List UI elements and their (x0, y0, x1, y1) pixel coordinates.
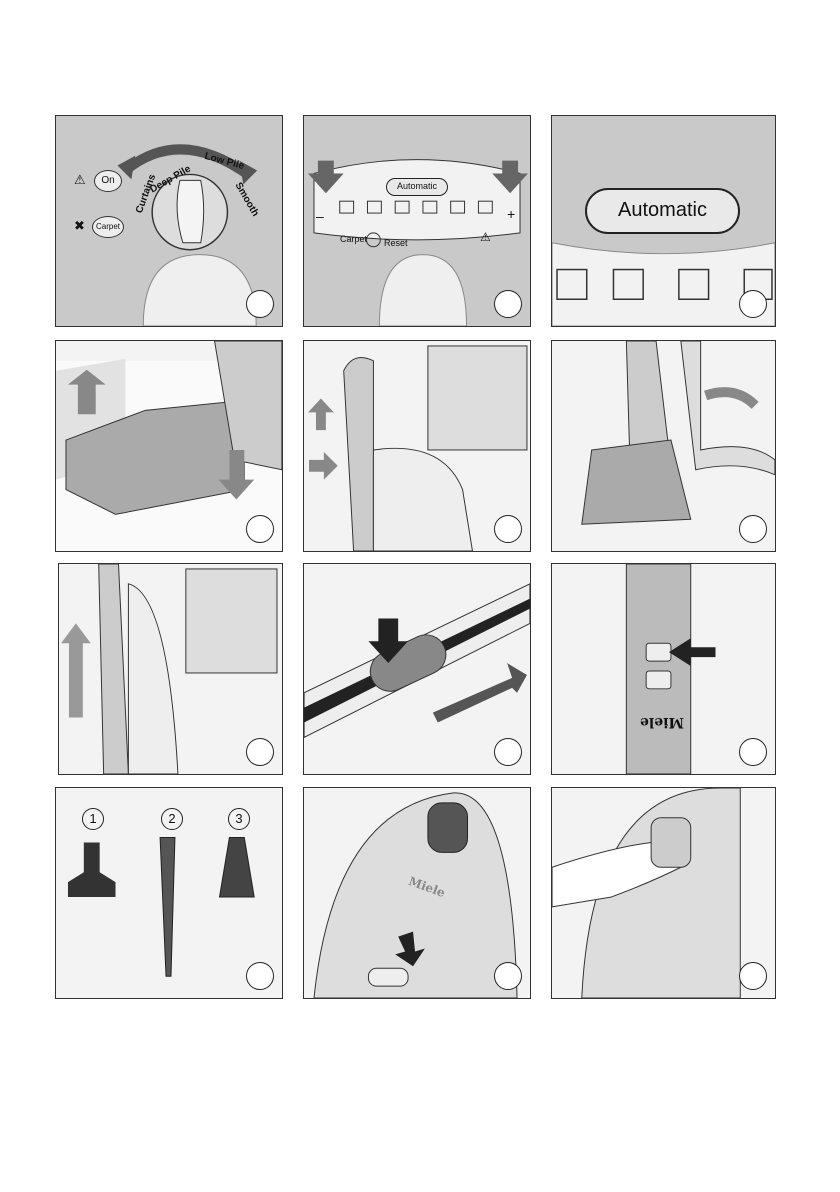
reset-label: Reset (384, 238, 408, 248)
panel-hose-release (303, 340, 531, 552)
panel-bag-compartment: Miele (303, 787, 531, 999)
step-number-circle (246, 290, 274, 318)
carpet-label: Carpet (340, 234, 367, 244)
step-number-circle (739, 290, 767, 318)
minus-label: – (316, 208, 324, 224)
carpet-button[interactable]: Carpet (92, 216, 124, 238)
panel-hose-attach (58, 563, 283, 775)
step-number-circle (494, 738, 522, 766)
step-number-circle (739, 738, 767, 766)
step-number-circle (246, 738, 274, 766)
panel-dial-settings: Curtains Deep Pile Low Pile Smooth ⚠ On … (55, 115, 283, 327)
automatic-button-small[interactable]: Automatic (386, 178, 448, 196)
on-button[interactable]: On (94, 170, 122, 192)
plus-label: + (507, 206, 515, 222)
warning-icon: ⚠ (74, 172, 86, 188)
panel-switch: Miele (551, 563, 776, 775)
step-number-circle (494, 290, 522, 318)
panel-cleaning (551, 787, 776, 999)
step-number-circle (494, 962, 522, 990)
step-number-circle (494, 515, 522, 543)
warning-icon: ⚠ (480, 230, 491, 244)
panel-control-strip: Automatic – + Carpet Reset ⚠ (303, 115, 531, 327)
panel-accessories: 1 2 3 (55, 787, 283, 999)
step-number-circle (739, 962, 767, 990)
fan-icon: ✖ (74, 218, 85, 234)
automatic-button-large[interactable]: Automatic (585, 188, 740, 234)
step-number-circle (739, 515, 767, 543)
step-number-circle (246, 962, 274, 990)
brand-label: Miele (640, 714, 684, 730)
panel-telescopic-tube (303, 563, 531, 775)
panel-lift-cover (55, 340, 283, 552)
panel-automatic-closeup: Automatic (551, 115, 776, 327)
panel-hose-remove (551, 340, 776, 552)
step-number-circle (246, 515, 274, 543)
